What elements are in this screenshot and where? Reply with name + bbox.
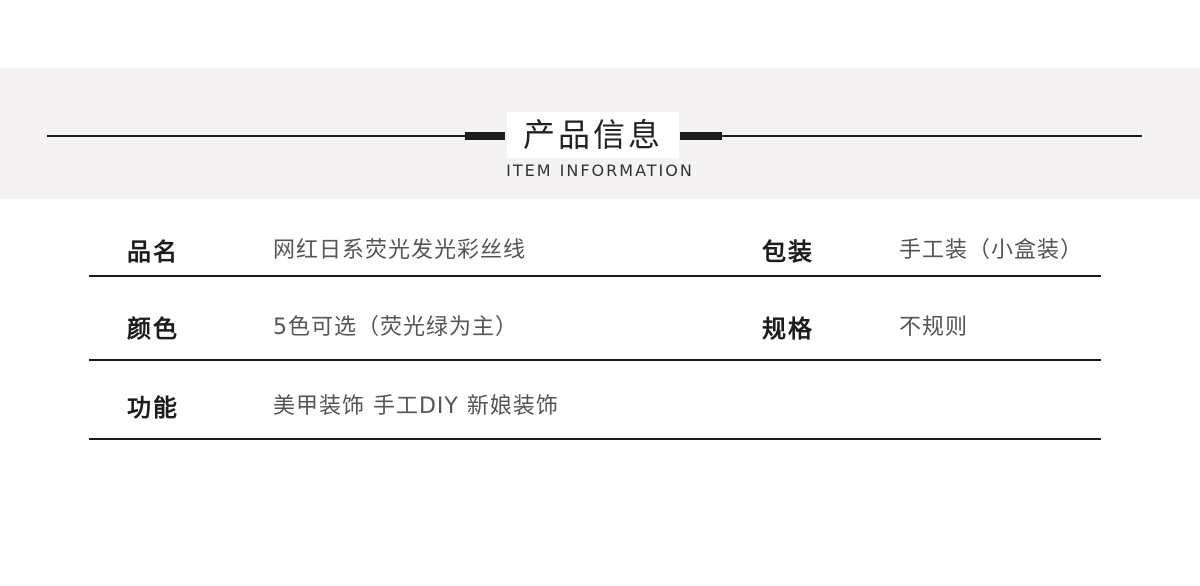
color-value: 5色可选（荧光绿为主） [273, 315, 518, 340]
packaging-value: 手工装（小盒装） [899, 238, 1084, 263]
spec-label: 规格 [762, 315, 814, 343]
title-bar-right [680, 132, 722, 140]
function-value: 美甲装饰 手工DIY 新娘装饰 [273, 394, 559, 419]
info-row: 颜色 5色可选（荧光绿为主） 规格 不规则 [89, 277, 1101, 361]
product-name-value: 网红日系荧光发光彩丝线 [273, 238, 527, 263]
title-bar-left [465, 132, 505, 140]
packaging-label: 包装 [762, 238, 814, 266]
function-label: 功能 [127, 394, 179, 422]
section-subtitle: ITEM INFORMATION [506, 161, 694, 180]
info-row: 功能 美甲装饰 手工DIY 新娘装饰 [89, 361, 1101, 440]
title-rule-right [722, 135, 1142, 137]
info-row: 品名 网红日系荧光发光彩丝线 包装 手工装（小盒装） [89, 210, 1101, 277]
title-rule-left [47, 135, 465, 137]
spec-value: 不规则 [899, 315, 969, 340]
color-label: 颜色 [127, 315, 179, 343]
section-title: 产品信息 [507, 112, 679, 158]
product-name-label: 品名 [127, 238, 179, 266]
